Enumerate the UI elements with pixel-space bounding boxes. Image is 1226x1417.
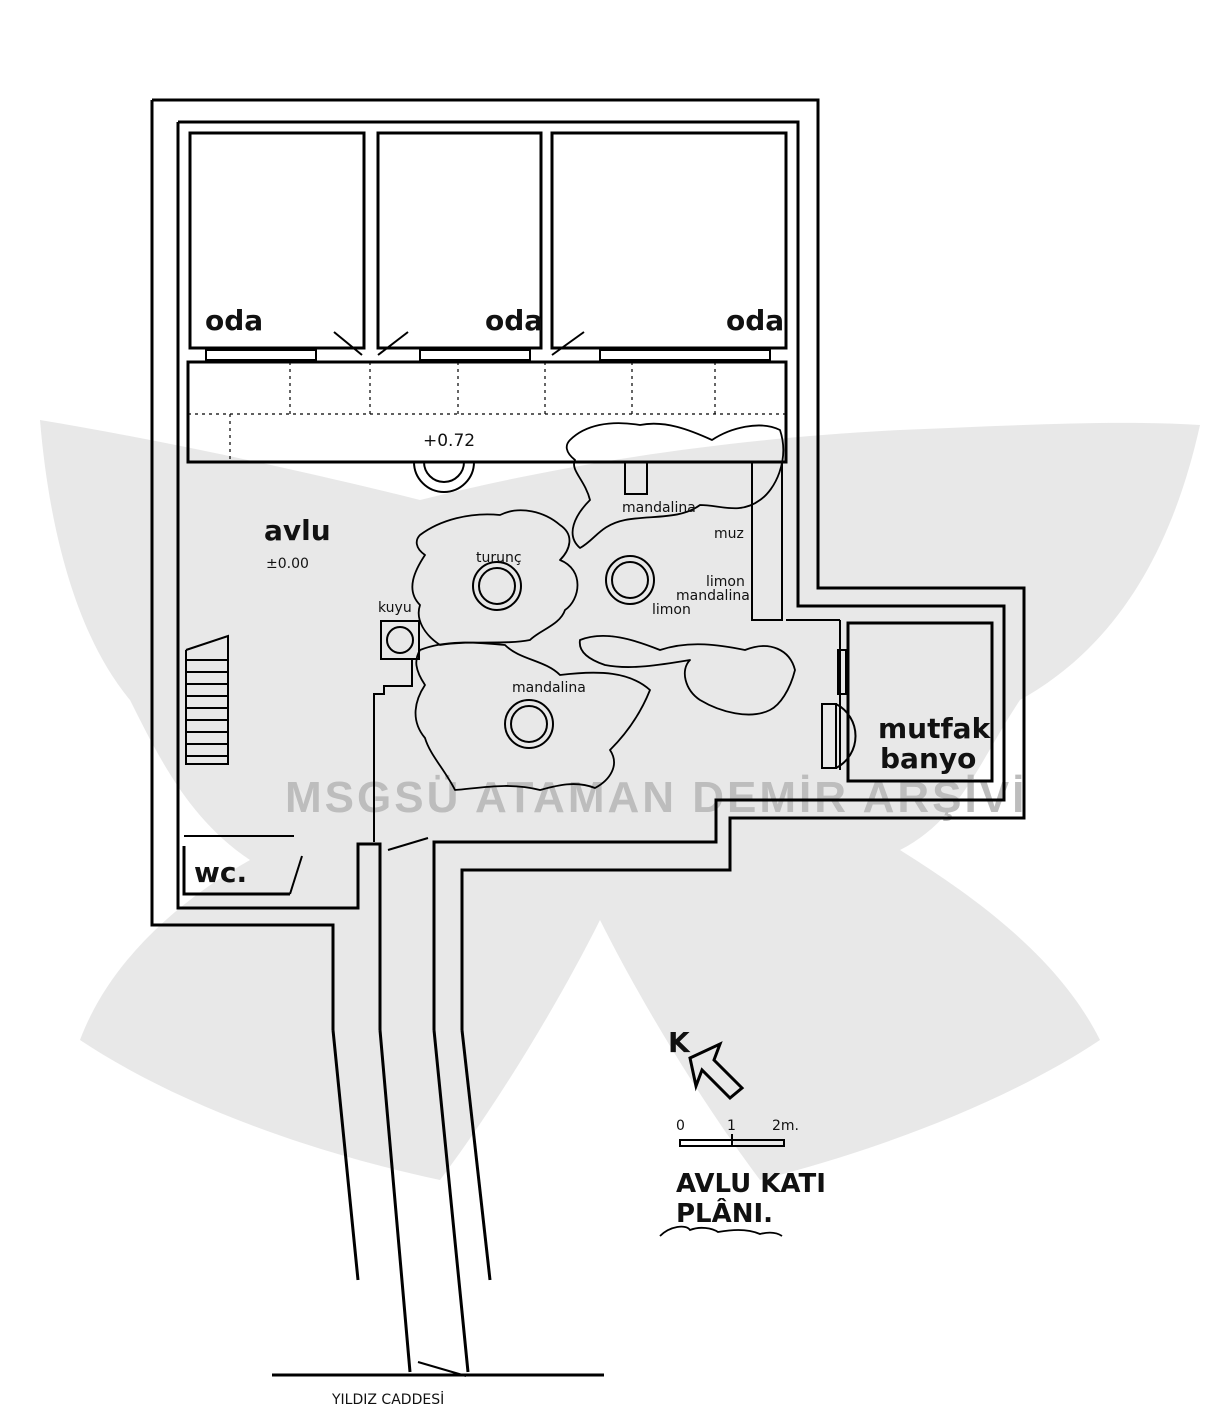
passage-wall-outer-left	[331, 1029, 360, 1281]
outer-wall-left	[150, 100, 335, 1030]
room-oda-2	[376, 131, 543, 350]
scale-tick-1: 1	[727, 1118, 736, 1134]
well-opening	[386, 626, 414, 654]
title-line-1: AVLU KATI	[676, 1169, 826, 1199]
canopy-turunc	[411, 509, 579, 646]
label-muz: muz	[714, 526, 744, 542]
interior-partition	[373, 659, 413, 842]
north-arrow-icon	[688, 1041, 745, 1101]
tree-limon-inner	[611, 561, 649, 599]
terrace-outline	[186, 360, 788, 464]
tree-canopies	[411, 422, 796, 791]
scale-bar: 0 1 2m.	[676, 1118, 799, 1147]
kitchen-door-frame	[821, 703, 837, 769]
passage-wall-inner-right	[432, 1029, 470, 1373]
terrace-steps	[413, 461, 475, 493]
room-labels: oda oda oda +0.72 avlu ±0.00 kuyu mutfak…	[194, 304, 992, 889]
label-terrace-level: +0.72	[423, 431, 475, 451]
label-avlu-level: ±0.00	[266, 556, 309, 572]
window-1	[205, 349, 317, 361]
passage-wall-inner-left	[378, 1029, 412, 1373]
canopy-mandalina-mid	[414, 641, 651, 791]
label-turunc: turunç	[476, 550, 522, 566]
label-street: YILDIZ CADDESİ	[331, 1390, 444, 1408]
title-line-2: PLÂNI.	[676, 1197, 773, 1229]
north-label: K	[668, 1026, 691, 1059]
window-2	[419, 349, 531, 361]
drawing-title: AVLU KATI PLÂNI.	[659, 1169, 826, 1237]
kitchen-window	[837, 649, 847, 695]
tree-labels: mandalina muz turunç limon mandalina lim…	[476, 500, 750, 696]
courtyard	[182, 461, 994, 896]
label-oda-2: oda	[485, 304, 543, 337]
label-limon-1: limon	[706, 574, 745, 590]
planter-top	[624, 461, 648, 495]
signature-icon	[659, 1225, 783, 1237]
window-3	[599, 349, 771, 361]
inner-wall-left	[176, 122, 382, 1030]
tree-turunc	[472, 561, 522, 611]
label-limon-2: limon	[652, 602, 691, 618]
terrace	[186, 360, 788, 493]
rooms-row	[188, 131, 788, 361]
door-swing-1	[333, 331, 363, 356]
kitchen-room	[846, 621, 994, 783]
stair-outline	[185, 634, 229, 765]
watermark: MSGSÜ ATAMAN DEMİR ARŞİVİ	[40, 420, 1200, 1180]
label-mandalina-bottom: mandalina	[512, 680, 586, 696]
staircase	[185, 634, 229, 765]
label-oda-3: oda	[726, 304, 784, 337]
inner-wall-top	[178, 120, 1006, 1030]
label-mutfak: mutfak	[878, 712, 992, 745]
wc-room	[182, 846, 290, 896]
tree-mandalina	[504, 699, 554, 749]
outer-walls	[150, 98, 1026, 1030]
canopy-east	[578, 634, 796, 716]
well	[380, 620, 420, 660]
watermark-logo-shape	[40, 420, 1200, 1180]
scale-tick-0: 0	[676, 1118, 685, 1134]
tree-mandalina-inner	[510, 705, 548, 743]
label-kuyu: kuyu	[378, 600, 412, 616]
label-wc: wc.	[194, 856, 247, 889]
door-swing-2	[377, 331, 409, 356]
label-mandalina-top: mandalina	[622, 500, 696, 516]
tree-limon	[605, 555, 655, 605]
door-swing-3	[551, 331, 585, 356]
label-mandalina-mid: mandalina	[676, 588, 750, 604]
entry-door-swing	[387, 837, 429, 851]
canopy-mandalina-top	[565, 422, 785, 549]
scale-tick-2: 2m.	[772, 1118, 799, 1134]
label-banyo: banyo	[880, 742, 976, 775]
north-arrow: K	[668, 1026, 745, 1101]
label-avlu: avlu	[264, 514, 331, 547]
kitchen-door-swing	[835, 703, 857, 769]
outer-wall-main	[152, 98, 1026, 1030]
street-passage: YILDIZ CADDESİ	[272, 1029, 604, 1408]
wc-door-swing	[289, 855, 303, 895]
muz-planter	[751, 461, 783, 621]
passage-wall-outer-right	[460, 1029, 492, 1281]
label-oda-1: oda	[205, 304, 263, 337]
room-oda-3	[550, 131, 788, 350]
tree-turunc-inner	[478, 567, 516, 605]
room-oda-1	[188, 131, 366, 350]
street-door	[417, 1361, 467, 1377]
